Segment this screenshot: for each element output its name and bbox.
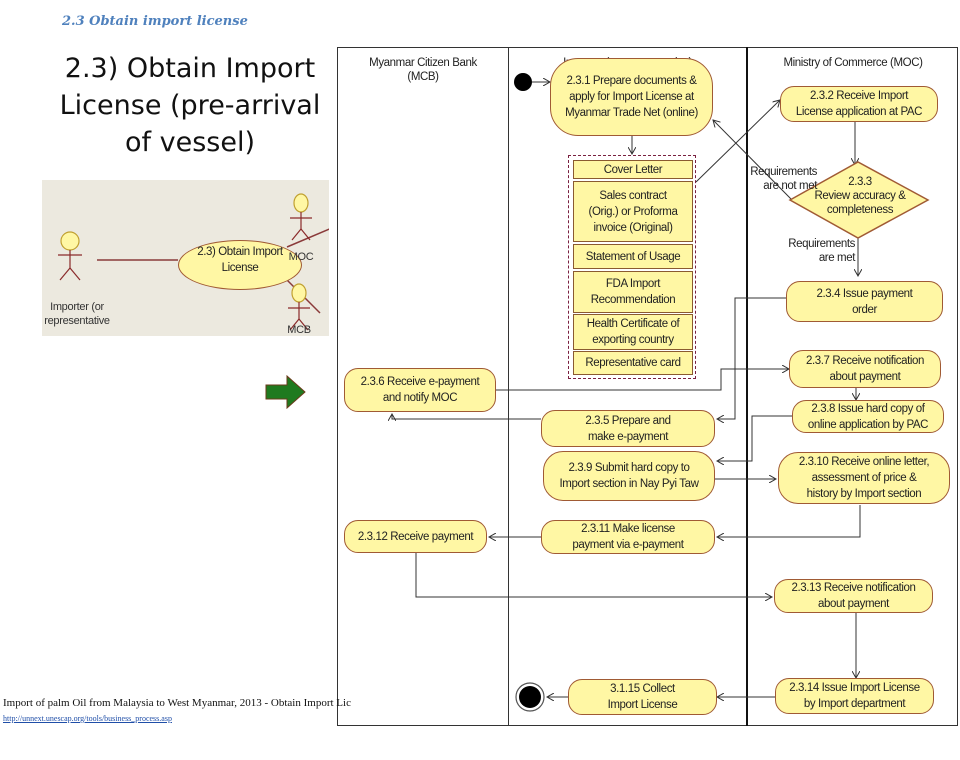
document-cover-letter: Cover Letter bbox=[573, 160, 693, 179]
flow-docs-232 bbox=[695, 100, 780, 183]
activity-2-3-12: 2.3.12 Receive payment bbox=[344, 520, 487, 553]
swimlane-frame bbox=[337, 47, 958, 726]
flow-238-239 bbox=[717, 415, 795, 461]
documents-group bbox=[568, 155, 696, 379]
activity-3-1-15: 3.1.15 Collect Import License bbox=[568, 679, 717, 715]
decision-diamond-icon bbox=[788, 161, 930, 239]
actor-moc-icon bbox=[290, 193, 312, 241]
actor-moc-label: MOC bbox=[288, 251, 314, 263]
flow-2310-2311 bbox=[717, 505, 861, 537]
section-heading: 2.3 Obtain import license bbox=[62, 14, 248, 29]
use-case-panel: 2.3) Obtain Import License Importer (or … bbox=[42, 180, 329, 336]
actor-importer-icon bbox=[58, 231, 82, 281]
activity-2-3-6: 2.3.6 Receive e-payment and notify MOC bbox=[344, 368, 496, 412]
footer-link[interactable]: http://unnext.unescap.org/tools/business… bbox=[3, 714, 172, 723]
activity-2-3-9: 2.3.9 Submit hard copy to Import section… bbox=[543, 451, 715, 501]
lane-title-mcb: Myanmar Citizen Bank (MCB) bbox=[369, 57, 477, 83]
use-case-lines bbox=[58, 193, 329, 331]
activity-2-3-5: 2.3.5 Prepare and make e-payment bbox=[541, 410, 715, 447]
activity-2-3-11: 2.3.11 Make license payment via e-paymen… bbox=[541, 520, 715, 554]
activity-2-3-14: 2.3.14 Issue Import License by Import de… bbox=[775, 678, 934, 714]
flow-234-235 bbox=[717, 297, 786, 419]
lane-divider-1 bbox=[508, 47, 509, 726]
actor-mcb-icon bbox=[288, 283, 310, 331]
document-representative-card: Representative card bbox=[573, 351, 693, 375]
activity-2-3-10: 2.3.10 Receive online letter, assessment… bbox=[778, 452, 950, 504]
activity-2-3-4: 2.3.4 Issue payment order bbox=[786, 281, 943, 322]
document-fda-import-recommendation: FDA Import Recommendation bbox=[573, 271, 693, 313]
activity-2-3-2: 2.3.2 Receive Import License application… bbox=[780, 86, 938, 122]
lane-title-moc: Ministry of Commerce (MOC) bbox=[783, 57, 923, 69]
document-statement-of-usage: Statement of Usage bbox=[573, 244, 693, 269]
activity-2-3-1: 2.3.1 Prepare documents & apply for Impo… bbox=[550, 58, 713, 136]
green-arrow-icon bbox=[265, 375, 306, 409]
flow-233-231 bbox=[713, 120, 793, 201]
actor-mcb-label: MCB bbox=[287, 324, 311, 336]
document-sales-contract: Sales contract (Orig.) or Proforma invoi… bbox=[573, 181, 693, 242]
flow-2312-2313 bbox=[415, 552, 772, 597]
activity-2-3-3: 2.3.3 Review accuracy & completeness bbox=[814, 176, 906, 216]
use-case-label: 2.3) Obtain Import License bbox=[197, 246, 283, 274]
initial-node-icon bbox=[514, 73, 532, 91]
use-case-ellipse bbox=[178, 240, 302, 290]
document-health-certificate: Health Certificate of exporting country bbox=[573, 314, 693, 350]
activity-2-3-13: 2.3.13 Receive notification about paymen… bbox=[774, 579, 933, 613]
activity-2-3-8: 2.3.8 Issue hard copy of online applicat… bbox=[792, 400, 944, 433]
slide-title: 2.3) Obtain Import License (pre-arrival … bbox=[59, 53, 321, 158]
association-moc bbox=[286, 228, 329, 248]
flow-236-237 bbox=[496, 369, 789, 391]
guard-met: Requirements are met bbox=[788, 238, 855, 264]
footer-caption: Import of palm Oil from Malaysia to West… bbox=[3, 697, 351, 709]
activity-2-3-7: 2.3.7 Receive notification about payment bbox=[789, 350, 941, 388]
lane-divider-2 bbox=[746, 47, 748, 726]
guard-not-met: Requirements are not met bbox=[750, 166, 817, 192]
flow-235-236 bbox=[392, 414, 541, 419]
actor-importer-label: Importer (or representative bbox=[44, 301, 110, 327]
